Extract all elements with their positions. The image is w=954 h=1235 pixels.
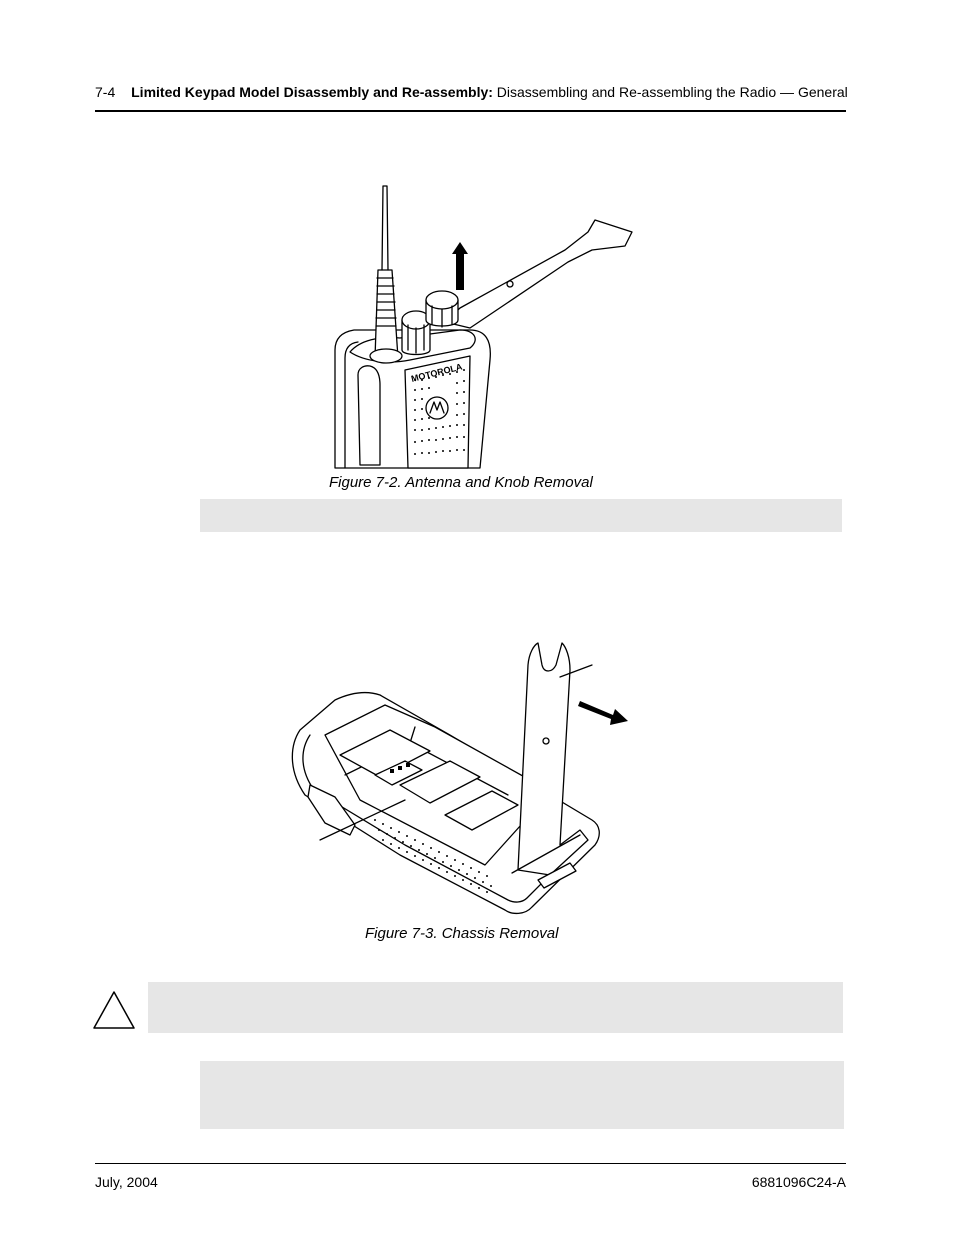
footer-date: July, 2004 [95, 1174, 158, 1190]
figure-7-2-caption: Figure 7-2. Antenna and Knob Removal [329, 474, 593, 491]
page-number: 7-4 [95, 84, 116, 100]
note-box [200, 499, 842, 532]
caution-box [148, 982, 843, 1033]
section-title: Limited Keypad Model Disassembly and Re-… [131, 84, 493, 100]
note-box-2 [200, 1061, 844, 1129]
right-arrow-icon [578, 701, 628, 725]
header-rule [95, 110, 846, 112]
antenna-knob-illustration: MOTOROLA [320, 180, 650, 470]
page-header: 7-4 Limited Keypad Model Disassembly and… [95, 84, 848, 100]
chassis-removal-illustration [280, 635, 640, 920]
caution-triangle-icon [90, 988, 138, 1032]
figure-7-3-caption: Figure 7-3. Chassis Removal [365, 925, 559, 942]
footer-doc-number: 6881096C24-A [751, 1174, 846, 1190]
footer-rule [95, 1163, 846, 1164]
section-subtitle: Disassembling and Re-assembling the Radi… [496, 84, 848, 100]
up-arrow-icon [452, 242, 468, 290]
